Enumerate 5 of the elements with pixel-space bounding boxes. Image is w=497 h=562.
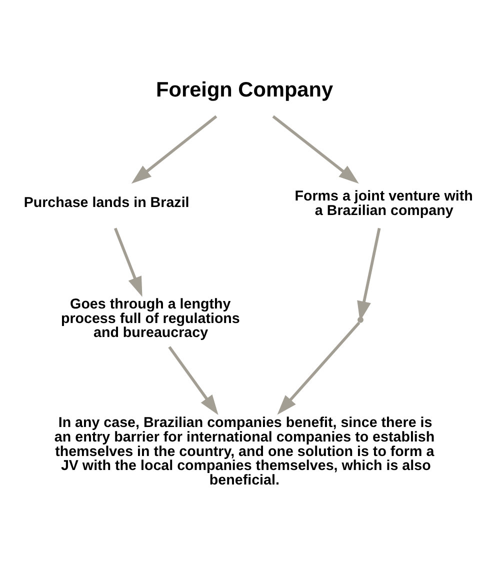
node-text: Forms a joint venture with a Brazilian company	[294, 188, 473, 218]
node-text: In any case, Brazilian companies benefit, since there is an entry barrier for international companies to establish themselves in the country, and one solution is to form a JV with the local companies themselves, which is also beneficial.	[54, 414, 435, 488]
node-text: Foreign Company	[156, 78, 334, 101]
node-text: Goes through a lengthy process full of regulations and bureaucracy	[60, 296, 240, 341]
node-text: Purchase lands in Brazil	[24, 194, 190, 211]
